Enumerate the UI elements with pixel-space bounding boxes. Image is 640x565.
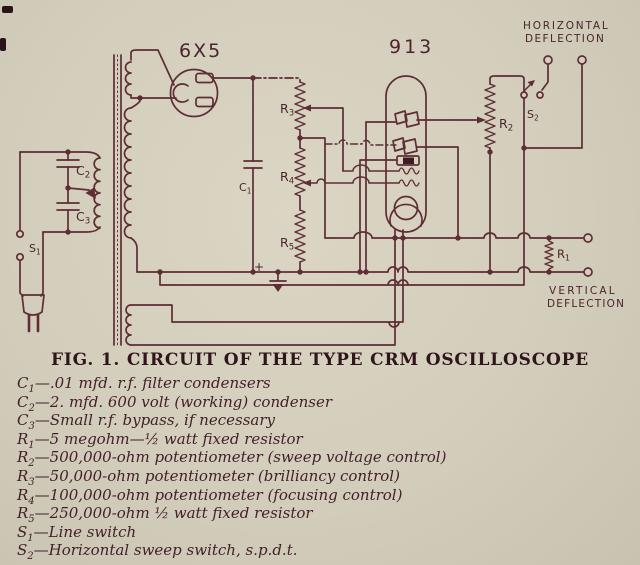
label-switch-s2: S2 [527,108,539,123]
parts-list-item-C3: C3—Small r.f. bypass, if necessary [17,411,275,433]
divider-resistors-r3-r4-r5 [294,81,400,273]
terminals [543,55,593,277]
heater-element [398,179,420,187]
label-tube-6x5: 6X5 [179,40,222,62]
heater-element [398,167,420,175]
crt-913 [385,75,427,233]
figure-caption: FIG. 1. CIRCUIT OF THE TYPE CRM OSCILLOS… [51,350,589,370]
label-switch-s1: S1 [29,242,41,257]
switch-blade-arrow-icon [527,80,535,87]
deflection-plate [394,110,408,125]
label-cap-c2: C2 [76,163,90,181]
potentiometer-r2 [484,75,525,273]
parts-list-item-R2: R2—500,000-ohm potentiometer (sweep volt… [17,448,447,470]
parts-list-item-S1: S1—Line switch [17,522,137,544]
label-pot-r2: R2 [499,116,513,134]
parts-list-item-R5: R5—250,000-ohm ½ watt fixed resistor [17,504,313,526]
plate-electrode [195,72,214,84]
label-horizontal-deflection-1: HORIZONTAL [523,20,610,32]
parts-list-item-R1: R1—5 megohm—½ watt fixed resistor [17,429,303,451]
parts-list-item-C1: C1—.01 mfd. r.f. filter condensers [17,374,271,395]
switch-s1 [15,151,25,262]
label-horizontal-deflection-2: DEFLECTION [525,33,605,45]
deflection-plate [404,111,420,128]
label-tube-913: 913 [389,36,434,58]
label-res-r1: R1 [557,247,570,263]
rectifier-tube-6x5 [169,68,219,118]
wiring-buses [136,231,585,292]
junction-dots [65,75,552,275]
switch-s2 [159,63,583,286]
power-transformer [93,49,177,346]
capacitor-c1 [212,77,301,273]
label-res-r5: R5 [280,235,294,253]
label-res-r3: R3 [280,101,294,119]
circuit-schematic: 6X5913HORIZONTALDEFLECTIONVERTICALDEFLEC… [0,6,625,346]
chassis-ground-arrow-icon [85,187,96,199]
resistor-r1 [544,237,554,273]
vertical-deflection-terminal [583,267,593,277]
label-res-r4: R4 [280,169,294,187]
parts-list-item-R4: R4—100,000-ohm potentiometer (focusing c… [17,485,403,507]
wiper-arrow-icon [303,104,311,112]
scan-artifacts [0,6,13,51]
label-cap-c1: C1 [239,181,252,196]
label-vertical-deflection-1: VERTICAL [549,285,617,297]
electron-gun [393,195,419,221]
crt-wiring [130,116,486,346]
vertical-deflection-terminal [583,233,593,243]
cathode-electrode [172,83,189,103]
parts-list-item-S2: S2—Horizontal sweep switch, s.p.d.t. [17,541,298,563]
plate-electrode [195,96,214,108]
deflection-plate [402,138,418,155]
parts-list-item-C2: C2—2. mfd. 600 volt (working) condenser [17,392,332,414]
ac-plug-icon [19,231,45,333]
wiper-arrow-icon [303,179,311,187]
deflection-plate [392,137,406,152]
label-vertical-deflection-2: DEFLECTION [547,298,625,310]
horizontal-deflection-terminal [543,55,553,65]
ground-icon [272,284,284,292]
label-plus-polarity: + [254,260,264,274]
wiper-arrow-icon [477,116,486,124]
label-cap-c3: C3 [76,209,90,227]
horizontal-deflection-terminal [577,55,587,65]
parts-list-item-R3: R3—50,000-ohm potentiometer (brilliancy … [17,466,400,488]
